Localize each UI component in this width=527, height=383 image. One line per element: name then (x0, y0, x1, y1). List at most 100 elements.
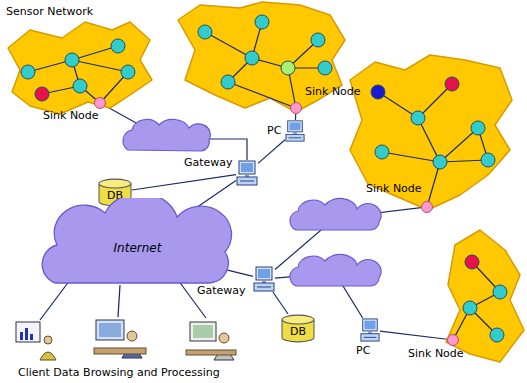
network-cloud (123, 119, 210, 151)
sink-node-label: Sink Node (366, 182, 422, 195)
cloud-outline (42, 198, 231, 283)
sensor-node (221, 75, 235, 89)
drive-slot (257, 287, 271, 288)
sensor-node (471, 121, 485, 135)
sensor-link (205, 32, 252, 58)
client-screen (99, 323, 121, 337)
internet-cloud: Internet (40, 198, 235, 298)
desk (186, 350, 236, 355)
cylinder-top (99, 179, 131, 188)
computer-symbol (253, 266, 275, 292)
sensor-node (111, 39, 125, 53)
sensor-node (445, 77, 459, 91)
client-icon (16, 322, 56, 360)
monitor-screen (258, 269, 270, 278)
network-label: Sensor Network (6, 5, 93, 18)
network-cloud (290, 198, 381, 230)
sink-node-label: Sink Node (408, 347, 464, 360)
sink-node: Sink Node (290, 102, 302, 114)
drive-slot (240, 181, 254, 182)
sensor-node (73, 79, 87, 93)
sensor-node (121, 65, 135, 79)
sensor-node (463, 301, 477, 315)
sensor-node (493, 285, 507, 299)
network-link (132, 175, 236, 190)
drive-slot (364, 337, 377, 338)
database: DB (281, 314, 315, 343)
person-head (44, 336, 52, 344)
sensor-link (72, 60, 128, 72)
client-icon (186, 322, 236, 360)
sensor-link (228, 82, 296, 108)
pc-icon-label: PC (267, 124, 281, 137)
sink-node: Sink Node (447, 334, 459, 346)
sensor-node (411, 111, 425, 125)
sensor-node (245, 51, 259, 65)
computer-base (254, 283, 274, 291)
sensor-node (65, 53, 79, 67)
computer-symbol (285, 120, 305, 142)
drive-slot (289, 137, 302, 138)
sensor-node (255, 15, 269, 29)
gateway-icon-label: Gateway (184, 156, 233, 169)
sensor-network-region (350, 55, 512, 210)
person-head (127, 331, 137, 341)
sensor-node (375, 145, 389, 159)
chart-bar (20, 332, 23, 340)
sensor-network-region (446, 230, 524, 362)
sensor-node (198, 25, 212, 39)
sink-node: Sink Node (94, 97, 106, 109)
gateway-icon-label: Gateway (197, 284, 246, 297)
sink-node-label: Sink Node (43, 109, 99, 122)
client-link (40, 280, 70, 320)
monitor (256, 267, 272, 280)
internet-cloud-label: Internet (114, 242, 162, 255)
network-link (295, 114, 296, 120)
computer-base (361, 334, 379, 341)
network-link (258, 140, 285, 164)
network-link (380, 331, 447, 339)
computer-base (237, 177, 257, 185)
network-link (273, 292, 288, 314)
pc-icon-label: PC (356, 344, 370, 357)
monitor (239, 161, 255, 174)
desk (94, 348, 146, 354)
pc-icon: PC (360, 318, 380, 342)
sensor-node (433, 155, 447, 169)
sensor-node (371, 85, 385, 99)
client-caption: Client Data Browsing and Processing (18, 366, 220, 379)
computer-symbol (236, 160, 258, 186)
computer-symbol (360, 318, 380, 342)
sensor-node (21, 65, 35, 79)
client-screen (16, 322, 40, 342)
client-screen (96, 320, 124, 340)
person-body (40, 352, 56, 360)
sensor-node (311, 33, 325, 47)
monitor-screen (290, 123, 301, 131)
monitor-screen (365, 321, 376, 329)
cylinder-top (282, 315, 314, 324)
sensor-link (382, 152, 440, 162)
computer-base (286, 134, 304, 141)
sink-node: Sink Node (421, 201, 433, 213)
gateway-icon: Gateway (253, 266, 275, 292)
client-screen (193, 325, 213, 338)
monitor (288, 121, 303, 132)
network-cloud (290, 254, 381, 286)
network-link (106, 106, 247, 160)
monitor (363, 319, 378, 331)
sensor-link (440, 128, 478, 162)
sink-node-label: Sink Node (305, 85, 361, 98)
pc-icon: PC (285, 120, 305, 142)
client-icon (94, 320, 146, 358)
sensor-network-region (8, 22, 152, 114)
monitor-screen (241, 163, 253, 172)
gateway-icon: Gateway (236, 160, 258, 186)
database-label: DB (290, 319, 306, 338)
sensor-node (281, 61, 295, 75)
sensor-node (465, 255, 479, 269)
chart-bar (25, 328, 28, 340)
